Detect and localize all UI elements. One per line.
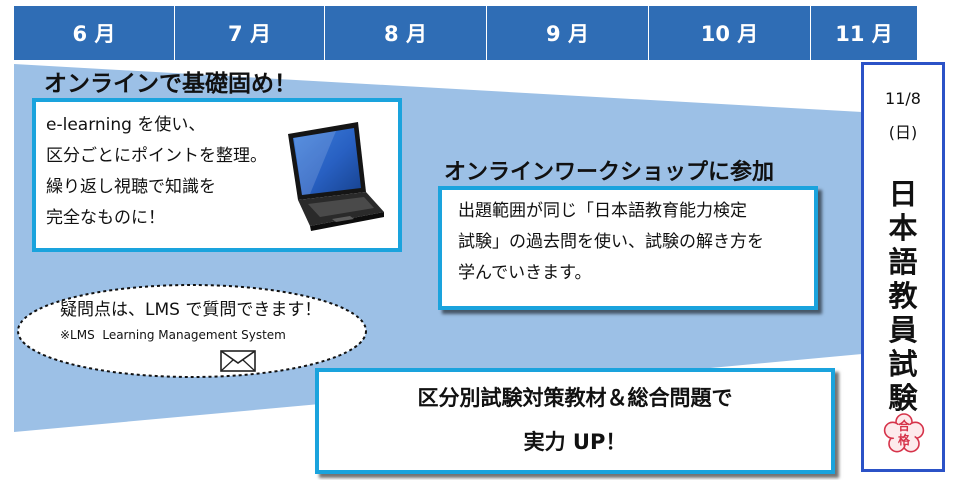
final-line-1: 区分別試験対策教材＆総合問題で <box>417 386 733 410</box>
seal-stamp-icon: 合 格 <box>883 413 925 455</box>
envelope-icon <box>220 350 256 372</box>
exam-box: 11/8 (日) 日 本 語 教 員 試 験 合 格 <box>861 62 945 472</box>
online-line: 繰り返し視聴で知識を <box>46 177 216 197</box>
online-line: 区分ごとにポイントを整理。 <box>46 146 267 166</box>
lms-note-sub: ※LMS Learning Management System <box>60 328 286 342</box>
workshop-line: 試験」の過去問を使い、試験の解き方を <box>458 232 764 252</box>
final-line-2: 実力 UP！ <box>523 430 627 454</box>
final-study-box: 区分別試験対策教材＆総合問題で 実力 UP！ <box>315 368 835 474</box>
workshop-line: 出題範囲が同じ「日本語教育能力検定 <box>458 201 747 221</box>
lms-note-ellipse <box>17 284 367 378</box>
month-june: 6 月 <box>14 6 175 60</box>
exam-title-char: 試 <box>888 347 918 381</box>
month-september: 9 月 <box>487 6 649 60</box>
laptop-icon <box>288 122 384 231</box>
lms-note-main: 疑問点は、LMS で質問できます！ <box>60 300 322 320</box>
workshop-heading: オンラインワークショップに参加 <box>444 160 775 185</box>
exam-title-char: 員 <box>888 313 918 347</box>
exam-title-char: 日 <box>888 177 918 211</box>
exam-title-char: 教 <box>888 279 918 313</box>
workshop-box: 出題範囲が同じ「日本語教育能力検定 試験」の過去問を使い、試験の解き方を 学んで… <box>438 186 818 310</box>
month-july: 7 月 <box>175 6 325 60</box>
month-header: 6 月 7 月 8 月 9 月 10 月 11 月 <box>14 6 918 60</box>
exam-date: 11/8 <box>885 89 921 108</box>
stamp-char: 合 <box>897 419 910 433</box>
exam-title-char: 本 <box>888 211 918 245</box>
month-august: 8 月 <box>325 6 487 60</box>
workshop-line: 学んでいきます。 <box>458 263 592 283</box>
exam-title-char: 験 <box>888 381 918 415</box>
stamp-char: 格 <box>897 433 910 447</box>
exam-title-char: 語 <box>888 245 918 279</box>
exam-day: (日) <box>888 123 918 142</box>
online-line: 完全なものに！ <box>46 208 165 228</box>
month-november: 11 月 <box>811 6 918 60</box>
month-october: 10 月 <box>649 6 811 60</box>
online-heading: オンラインで基礎固め！ <box>44 71 297 97</box>
online-line: e-learning を使い、 <box>46 115 206 135</box>
